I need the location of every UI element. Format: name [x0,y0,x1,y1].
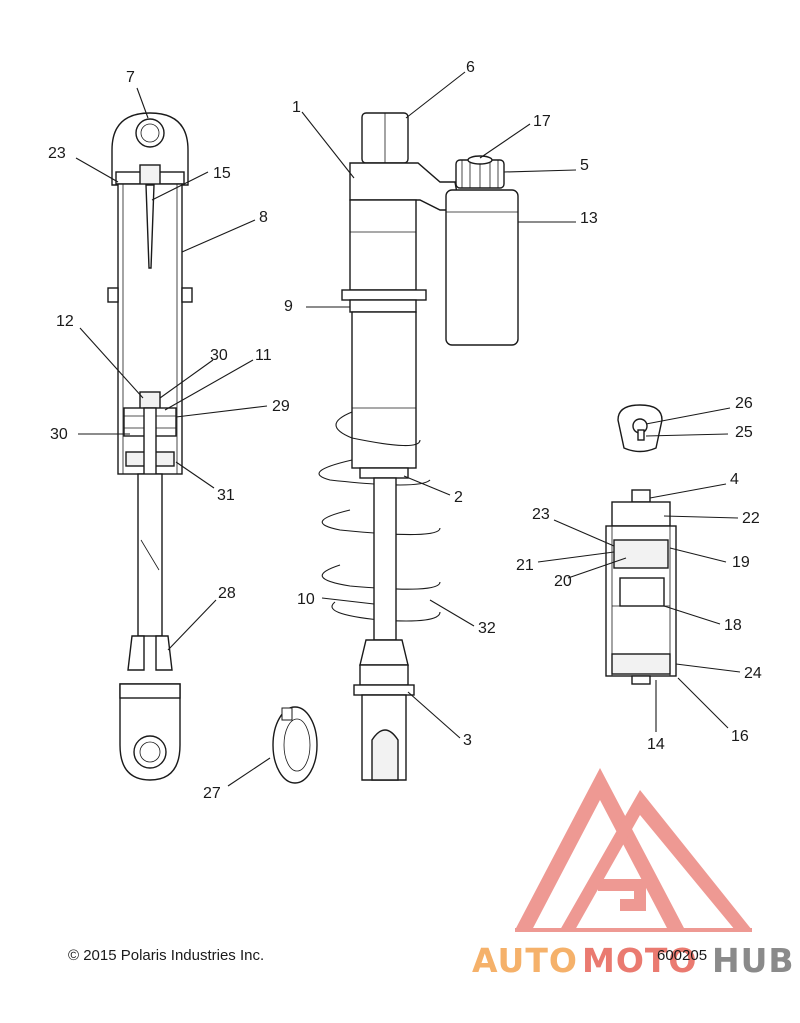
copyright-notice: © 2015 Polaris Industries Inc. [68,947,264,964]
callout-1: 1 [292,99,301,116]
callout-14: 14 [647,736,665,753]
callout-21: 21 [516,557,534,574]
callout-8: 8 [259,209,268,226]
callout-20: 20 [554,573,572,590]
callout-13: 13 [580,210,598,227]
figure-number: 600205 [657,947,707,964]
callout-30-lower: 30 [50,426,68,443]
callout-23-left: 23 [48,145,66,162]
reservoir-assembly [445,155,519,346]
callout-32: 32 [478,620,496,637]
bump-stop [272,706,318,784]
wordmark-auto: AUTO [472,941,578,980]
adjuster-knob [617,404,663,453]
callout-27: 27 [203,785,221,802]
callout-31: 31 [217,487,235,504]
wordmark-hub: HUB [712,941,795,980]
reservoir-cutaway [605,489,677,685]
callout-18: 18 [724,617,742,634]
automotohub-wordmark: AUTO MOTO HUB [472,941,795,980]
callout-2: 2 [454,489,463,506]
callout-24: 24 [744,665,762,682]
callout-10: 10 [297,591,315,608]
callout-15: 15 [213,165,231,182]
callout-3: 3 [463,732,472,749]
center-shock-assembly [318,112,461,781]
wordmark-moto: MOTO [582,941,697,980]
callout-29: 29 [272,398,290,415]
automotohub-logo [515,768,752,932]
callout-4: 4 [730,471,739,488]
callout-22: 22 [742,510,760,527]
callout-17: 17 [533,113,551,130]
callout-12: 12 [56,313,74,330]
callout-23-right: 23 [532,506,550,523]
callout-labels: 7 23 15 8 12 30 11 29 30 31 28 27 1 6 17… [48,59,762,802]
callout-7: 7 [126,69,135,86]
callout-9: 9 [284,298,293,315]
leader-lines [75,71,741,787]
left-shock-cutaway [107,112,193,781]
callout-5: 5 [580,157,589,174]
callout-30-upper: 30 [210,347,228,364]
callout-26: 26 [735,395,753,412]
callout-25: 25 [735,424,753,441]
callout-19: 19 [732,554,750,571]
callout-11: 11 [255,347,272,364]
callout-6: 6 [466,59,475,76]
callout-28: 28 [218,585,236,602]
callout-16: 16 [731,728,749,745]
